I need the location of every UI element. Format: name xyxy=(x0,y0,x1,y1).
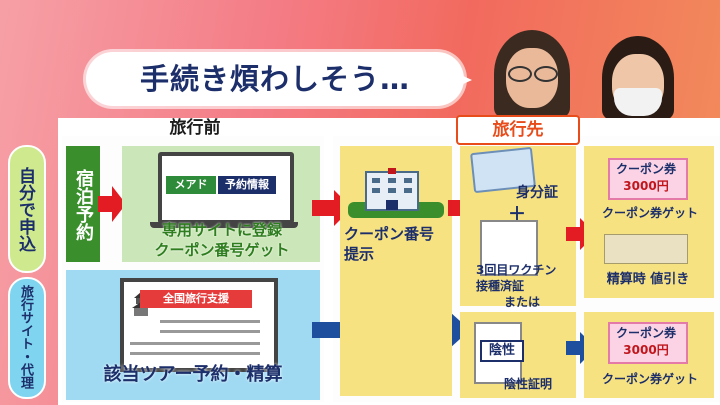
tour-text: 該当ツアー予約・精算 xyxy=(103,364,283,385)
vaccine-line-2: 接種済証 xyxy=(476,279,525,293)
site-register-line-1: 専用サイトに登録 xyxy=(161,221,282,239)
monitor-line xyxy=(160,320,260,323)
coupon-get-bottom: クーポン券ゲット xyxy=(601,372,698,386)
coupon-icon-top xyxy=(608,158,688,200)
coupon-label-bottom: クーポン券 xyxy=(615,326,676,340)
person-right xyxy=(596,36,680,120)
side-label-self-bg xyxy=(8,145,46,273)
header-before: 旅行前 xyxy=(169,118,221,138)
laptop-base xyxy=(150,222,298,228)
negative-text: 陰性証明 xyxy=(504,377,553,391)
header-after: 旅行先 xyxy=(456,115,580,145)
red-arrow-1 xyxy=(98,186,126,222)
negative-tag: 陰性 xyxy=(480,340,524,362)
speech-bubble-text: 手続き煩わしそう… xyxy=(139,62,410,96)
hotel-icon xyxy=(348,168,444,218)
site-register-line-2: クーポン番号ゲット xyxy=(154,241,290,259)
hotel-line-2: 提示 xyxy=(344,245,375,263)
lodging-box xyxy=(66,146,100,262)
coupon-icon-bottom xyxy=(608,322,688,364)
coupon-amount-bottom: 3000円 xyxy=(623,343,669,357)
monitor-line xyxy=(160,330,260,333)
email-tag: メアド xyxy=(166,176,216,194)
hotel-text: クーポン番号 提示 xyxy=(344,224,452,264)
id-text: 身分証 xyxy=(516,185,558,201)
side-label-agency: 旅行サイト・代理店 xyxy=(18,285,33,389)
monitor-line xyxy=(130,342,260,345)
hotel-line-1: クーポン番号 xyxy=(344,225,435,243)
side-label-agency-bg xyxy=(8,277,46,399)
coupon-label-top: クーポン券 xyxy=(615,162,676,176)
side-label-self: 自分で申込 xyxy=(15,166,35,252)
monitor-line xyxy=(130,352,260,355)
speech-bubble xyxy=(86,52,464,106)
reservation-tag: 予約情報 xyxy=(218,176,276,194)
coupon-get-top: クーポン券ゲット xyxy=(601,206,698,220)
or-text: または xyxy=(504,295,541,309)
coupon-amount-top: 3000円 xyxy=(623,179,669,193)
vaccine-certificate-icon xyxy=(480,220,538,276)
plus-sign: ＋ xyxy=(508,204,526,225)
red-arrow-4 xyxy=(566,218,596,250)
site-register-text: 専用サイトに登録 クーポン番号ゲット xyxy=(124,220,320,260)
speech-bubble-tail xyxy=(450,70,472,90)
vaccine-text: 3回目ワクチン 接種済証 xyxy=(476,262,576,294)
person-left xyxy=(486,30,578,120)
vaccine-line-1: 3回目ワクチン xyxy=(476,263,557,277)
lodging-label: 宿泊予約 xyxy=(73,169,94,241)
banknote-icon xyxy=(604,234,688,264)
discount-text: 精算時 値引き xyxy=(606,272,690,287)
travel-support-tag: 全国旅行支援 xyxy=(140,290,252,308)
blue-arrow-2 xyxy=(566,332,596,364)
